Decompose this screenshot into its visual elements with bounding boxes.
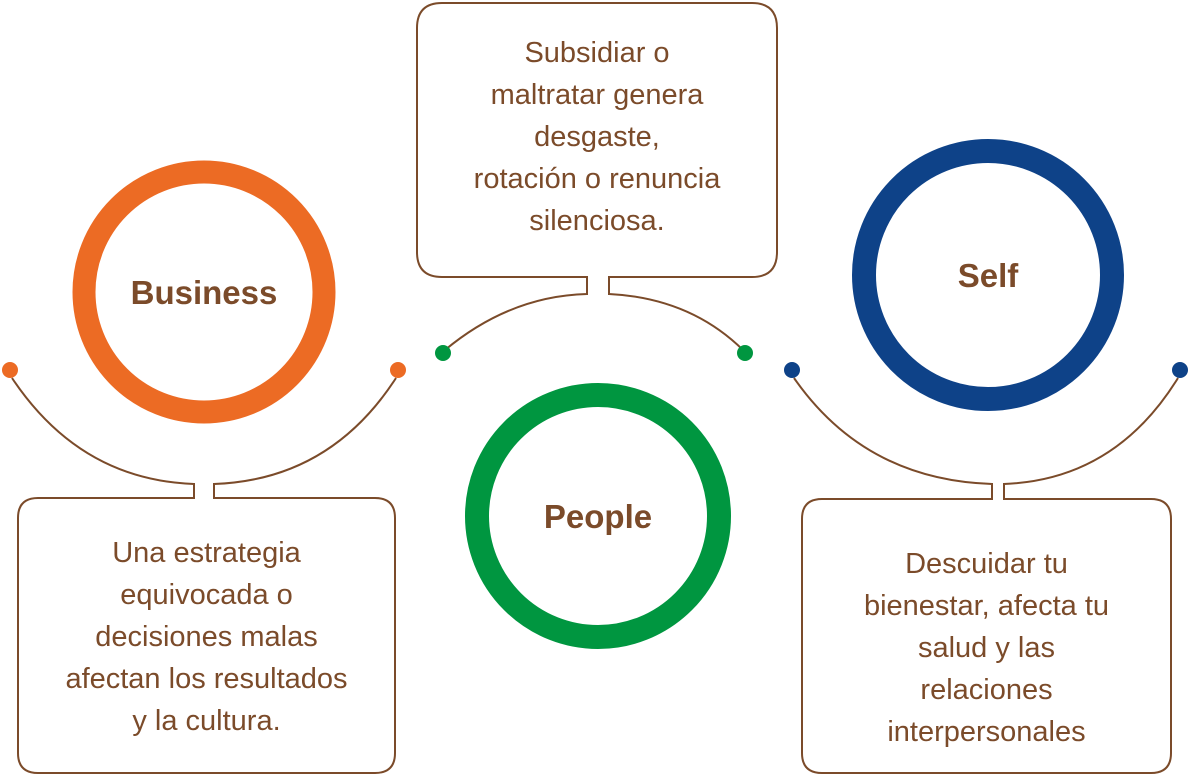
text-line: maltratar genera bbox=[490, 79, 704, 111]
text-line: Una estrategia bbox=[112, 537, 301, 569]
text-line: desgaste, bbox=[534, 121, 660, 153]
text-line: equivocada o bbox=[120, 579, 293, 611]
text-line: bienestar, afecta tu bbox=[863, 590, 1110, 622]
text-line: relaciones bbox=[920, 674, 1053, 706]
text-line: y la cultura. bbox=[132, 705, 281, 737]
text-line: rotación o renuncia bbox=[473, 163, 721, 195]
people-dot-left bbox=[435, 345, 451, 361]
people-box-connector bbox=[416, 2, 778, 351]
text-line: afectan los resultados bbox=[65, 663, 348, 695]
business-ring bbox=[72, 160, 336, 424]
self-label: Self bbox=[957, 257, 1019, 294]
people-label: People bbox=[543, 498, 653, 535]
self-description: Descuidar tu bienestar, afecta tu salud … bbox=[802, 543, 1171, 753]
self-dot-right bbox=[1172, 362, 1188, 378]
people-dot-right bbox=[737, 345, 753, 361]
text-line: silenciosa. bbox=[529, 205, 665, 237]
business-dot-left bbox=[2, 362, 18, 378]
people-description: Subsidiar o maltratar genera desgaste, r… bbox=[417, 32, 777, 242]
business-description: Una estrategia equivocada o decisiones m… bbox=[18, 532, 395, 742]
text-line: Descuidar tu bbox=[905, 548, 1068, 580]
text-line: interpersonales bbox=[887, 716, 1086, 748]
business-label: Business bbox=[130, 274, 278, 311]
people-ring bbox=[465, 383, 731, 649]
self-box-connector bbox=[793, 377, 1179, 774]
text-line: decisiones malas bbox=[95, 621, 318, 653]
business-dot-right bbox=[390, 362, 406, 378]
self-ring bbox=[852, 139, 1124, 411]
self-dot-left bbox=[784, 362, 800, 378]
text-line: salud y las bbox=[917, 632, 1055, 664]
text-line: Subsidiar o bbox=[524, 37, 670, 69]
business-box-connector bbox=[11, 377, 397, 774]
